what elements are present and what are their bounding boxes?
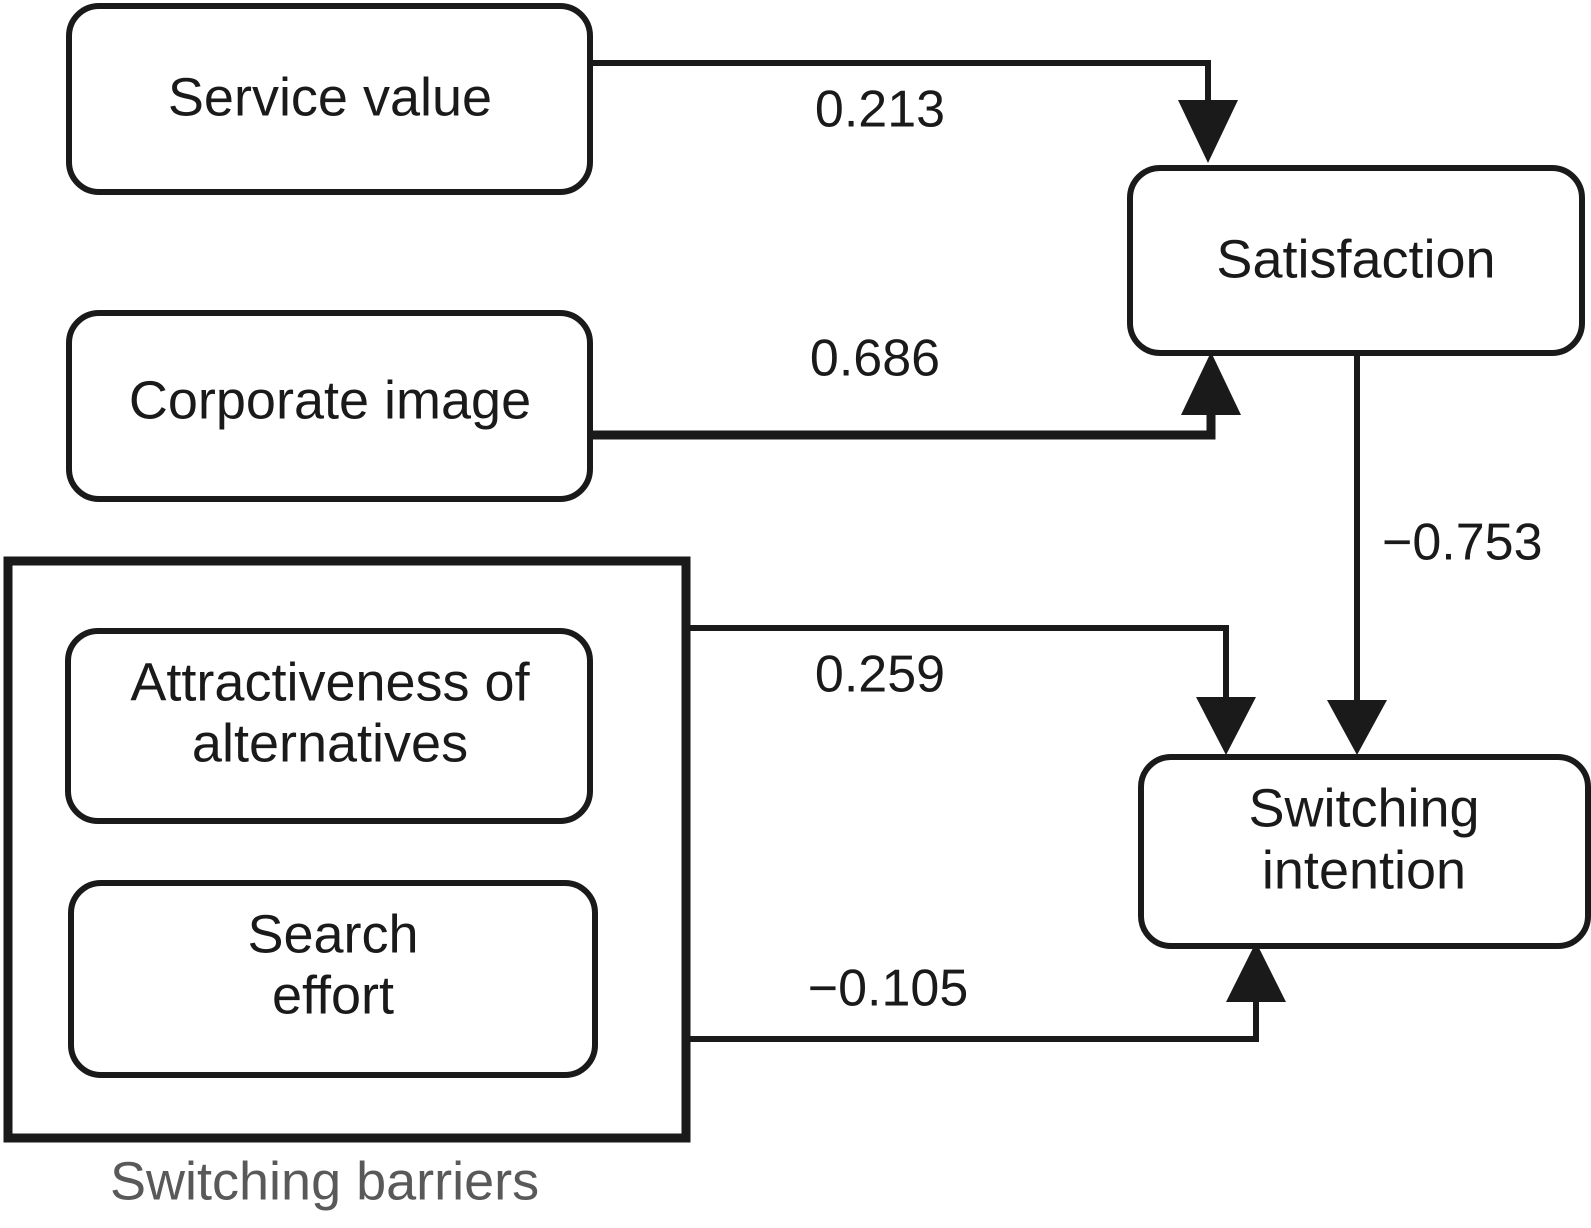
node-switching-intention-box[interactable] — [1138, 754, 1591, 949]
node-corporate-image-label: Corporate image — [129, 370, 531, 430]
path-line-0259 — [686, 625, 1229, 700]
path-line-0213 — [590, 60, 1211, 100]
switching-barriers-group: Switching barriers — [3, 556, 691, 1211]
node-search-effort-box[interactable] — [68, 880, 598, 1078]
node-service-value-box[interactable] — [66, 3, 593, 195]
coefficient-label-corporate-image-satisfaction: 0.686 — [810, 330, 940, 388]
node-attractiveness-label-line2: alternatives — [192, 713, 468, 773]
node-switching-intention-label-line1: Switching — [1248, 778, 1479, 838]
path-line-0686 — [590, 410, 1216, 440]
node-corporate-image-box[interactable] — [66, 310, 593, 502]
node-service-value-label: Service value — [168, 67, 492, 127]
path-search-effort-to-switching-intention: −0.105 — [686, 942, 1286, 1042]
arrowhead-0259 — [1196, 697, 1256, 755]
node-service-value[interactable]: Service value — [66, 3, 593, 195]
node-satisfaction[interactable]: Satisfaction — [1127, 165, 1585, 356]
node-switching-intention[interactable]: Switching intention — [1138, 754, 1591, 949]
node-attractiveness-of-alternatives[interactable]: Attractiveness of alternatives — [65, 628, 593, 824]
node-switching-intention-label-line2: intention — [1262, 840, 1466, 900]
coefficient-label-attractiveness-switching-intention: 0.259 — [815, 646, 945, 704]
node-corporate-image[interactable]: Corporate image — [66, 310, 593, 502]
switching-barriers-group-border — [3, 556, 691, 1143]
path-line-minus0105 — [686, 1000, 1259, 1042]
arrowhead-minus0753 — [1327, 700, 1387, 755]
arrowhead-minus0105 — [1226, 942, 1286, 1002]
coefficient-label-search-effort-switching-intention: −0.105 — [808, 960, 969, 1018]
node-search-effort[interactable]: Search effort — [68, 880, 598, 1078]
path-corporate-image-to-satisfaction: 0.686 — [590, 330, 1241, 440]
node-search-effort-label-line1: Search — [247, 904, 418, 964]
path-satisfaction-to-switching-intention: −0.753 — [1327, 352, 1543, 755]
node-attractiveness-label-line1: Attractiveness of — [130, 652, 530, 712]
arrowhead-0213 — [1178, 100, 1238, 163]
node-search-effort-label-line2: effort — [272, 965, 394, 1025]
path-service-value-to-satisfaction: 0.213 — [590, 60, 1238, 163]
switching-barriers-caption: Switching barriers — [110, 1151, 539, 1211]
arrowhead-0686 — [1181, 352, 1241, 415]
node-satisfaction-box[interactable] — [1127, 165, 1585, 356]
coefficient-label-service-value-satisfaction: 0.213 — [815, 81, 945, 139]
node-attractiveness-box[interactable] — [65, 628, 593, 824]
coefficient-label-satisfaction-switching-intention: −0.753 — [1382, 514, 1543, 572]
path-attractiveness-to-switching-intention: 0.259 — [686, 625, 1256, 755]
node-satisfaction-label: Satisfaction — [1216, 229, 1495, 289]
